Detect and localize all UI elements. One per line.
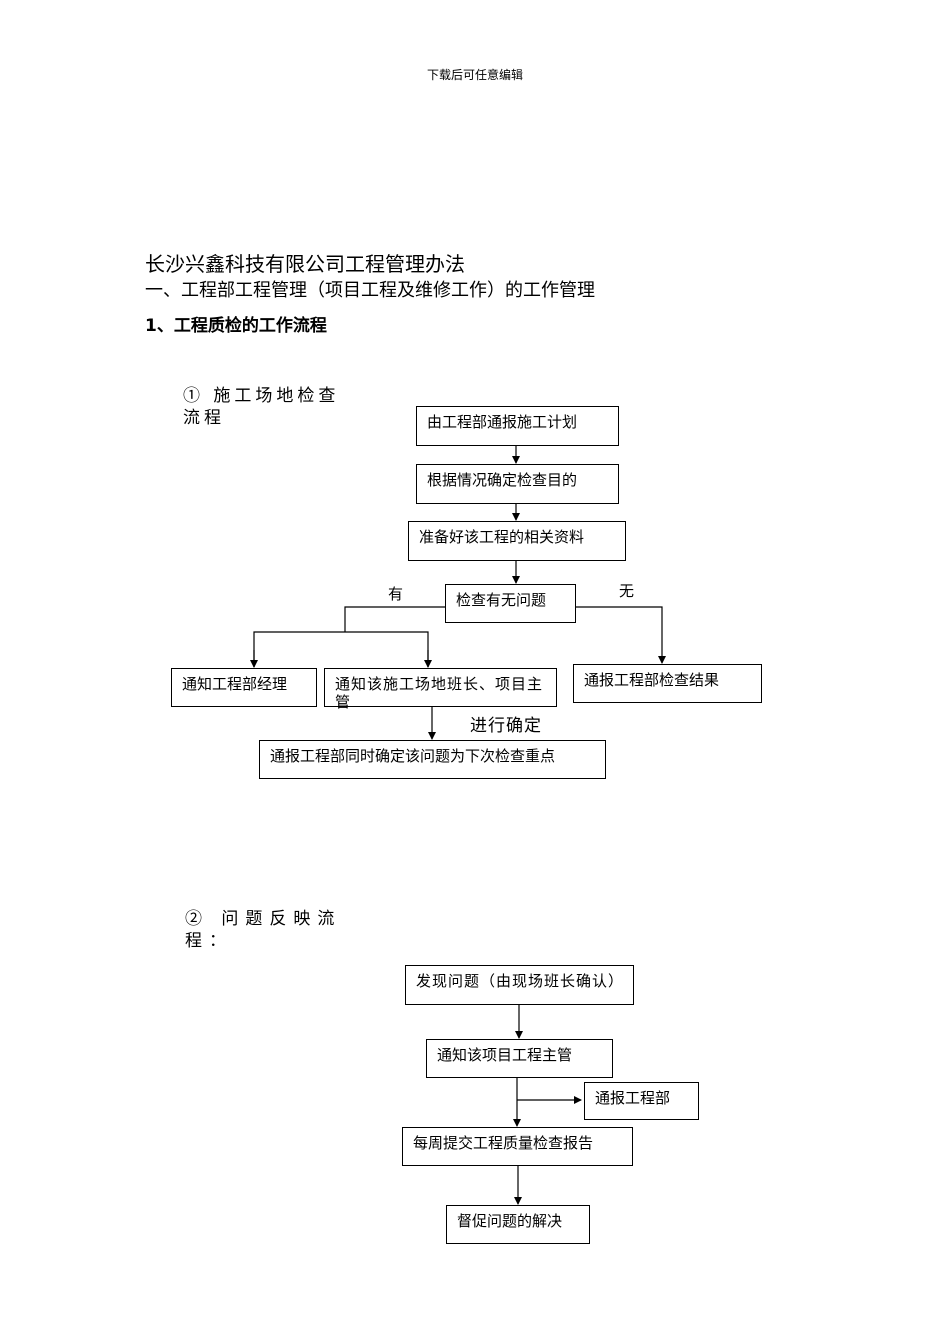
subsection-heading: 1、工程质检的工作流程 bbox=[145, 316, 327, 336]
flow2-step-2: 通知该项目工程主管 bbox=[426, 1039, 613, 1078]
branch-no-label: 无 bbox=[619, 582, 635, 600]
flow2-heading: ② 问题反映流程： bbox=[185, 909, 342, 951]
flow2-step-3: 每周提交工程质量检查报告 bbox=[402, 1127, 633, 1166]
page-header: 下载后可任意编辑 bbox=[426, 68, 523, 82]
flow1-step-3: 准备好该工程的相关资料 bbox=[408, 521, 626, 561]
flow2-step-4: 督促问题的解决 bbox=[446, 1205, 590, 1244]
flow1-step-1: 由工程部通报施工计划 bbox=[416, 406, 619, 446]
report-result-box: 通报工程部检查结果 bbox=[573, 664, 762, 703]
flow1-step-2: 根据情况确定检查目的 bbox=[416, 464, 619, 504]
confirm-label: 进行确定 bbox=[470, 716, 542, 736]
notify-manager-box: 通知工程部经理 bbox=[171, 668, 317, 707]
flow2-report-box: 通报工程部 bbox=[584, 1082, 699, 1120]
flow1-heading: ① 施工场地检查流程 bbox=[183, 386, 340, 428]
flow1-final-box: 通报工程部同时确定该问题为下次检查重点 bbox=[259, 740, 606, 779]
flow2-step-1: 发现问题（由现场班长确认） bbox=[405, 965, 634, 1005]
document-title: 长沙兴鑫科技有限公司工程管理办法 bbox=[145, 252, 465, 276]
notify-site-lead-box: 通知该施工场地班长、项目主管 bbox=[324, 668, 557, 711]
flow1-decision-box: 检查有无问题 bbox=[445, 584, 576, 623]
section-heading: 一、工程部工程管理（项目工程及维修工作）的工作管理 bbox=[145, 280, 595, 301]
branch-yes-label: 有 bbox=[388, 585, 404, 603]
